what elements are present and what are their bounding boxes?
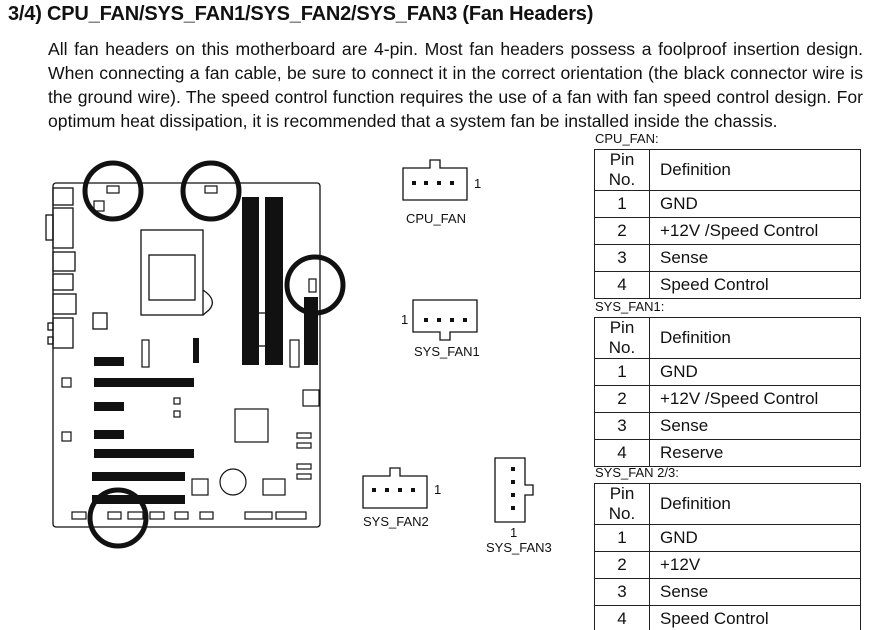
table-header-row: Pin No.Definition (594, 483, 861, 525)
cpu-fan-label: CPU_FAN (406, 211, 466, 226)
pin-definition: Sense (649, 412, 861, 440)
table-header-row: Pin No.Definition (594, 317, 861, 359)
header-pin-no: Pin No. (594, 149, 650, 191)
pin-number: 3 (594, 244, 650, 272)
sys-fan1-header-mark (204, 185, 218, 194)
sys-fan3-header-mark (308, 278, 317, 293)
pin-definition: GND (649, 524, 861, 552)
cpu-fan-pin1-marker: 1 (474, 176, 482, 191)
pin-number: 4 (594, 439, 650, 467)
sys-fan2-label: SYS_FAN2 (363, 514, 429, 529)
table-row: 2+12V /Speed Control (594, 385, 861, 413)
table-row: 2+12V /Speed Control (594, 217, 861, 245)
pin-definition: GND (649, 190, 861, 218)
section-heading: 3/4) CPU_FAN/SYS_FAN1/SYS_FAN2/SYS_FAN3 … (8, 3, 594, 25)
cpu-fan-highlight-circle (82, 160, 144, 222)
sys-fan23-table-title: SYS_FAN 2/3: (595, 465, 679, 480)
cpu-fan-table-title: CPU_FAN: (595, 131, 659, 146)
pin-number: 1 (594, 524, 650, 552)
cpu-fan-header-mark (106, 185, 120, 194)
sys-fan2-highlight-circle (87, 487, 149, 549)
pin-definition: +12V /Speed Control (649, 385, 861, 413)
sys-fan3-highlight-circle (284, 254, 346, 316)
pin-number: 3 (594, 578, 650, 606)
table-header-row: Pin No.Definition (594, 149, 861, 191)
header-pin-no: Pin No. (594, 317, 650, 359)
sys-fan1-label: SYS_FAN1 (414, 344, 480, 359)
header-definition: Definition (649, 317, 861, 359)
pin-number: 1 (594, 190, 650, 218)
header-definition: Definition (649, 149, 861, 191)
pin-number: 3 (594, 412, 650, 440)
pin-definition: Speed Control (649, 605, 861, 630)
sys-fan1-connector (412, 299, 478, 341)
header-definition: Definition (649, 483, 861, 525)
pin-definition: GND (649, 358, 861, 386)
pin-definition: Sense (649, 244, 861, 272)
sys-fan1-table-title: SYS_FAN1: (595, 299, 665, 314)
table-row: 2+12V (594, 551, 861, 579)
header-pin-no: Pin No. (594, 483, 650, 525)
pin-number: 2 (594, 217, 650, 245)
pin-number: 4 (594, 271, 650, 299)
sys-fan2-connector (362, 467, 428, 509)
cpu-fan-connector (402, 159, 468, 201)
description-paragraph: All fan headers on this motherboard are … (48, 39, 863, 131)
sys-fan3-pin1-marker: 1 (510, 525, 518, 540)
pin-definition: +12V (649, 551, 861, 579)
pin-number: 1 (594, 358, 650, 386)
pin-definition: Sense (649, 578, 861, 606)
sys-fan3-connector (494, 457, 534, 523)
pin-number: 2 (594, 551, 650, 579)
pin-definition: Reserve (649, 439, 861, 467)
pin-number: 4 (594, 605, 650, 630)
sys-fan2-pin1-marker: 1 (434, 482, 442, 497)
sys-fan3-label: SYS_FAN3 (486, 540, 552, 555)
pin-definition: Speed Control (649, 271, 861, 299)
pin-definition: +12V /Speed Control (649, 217, 861, 245)
sys-fan1-highlight-circle (180, 160, 242, 222)
sys-fan1-pin1-marker: 1 (401, 312, 409, 327)
pin-number: 2 (594, 385, 650, 413)
